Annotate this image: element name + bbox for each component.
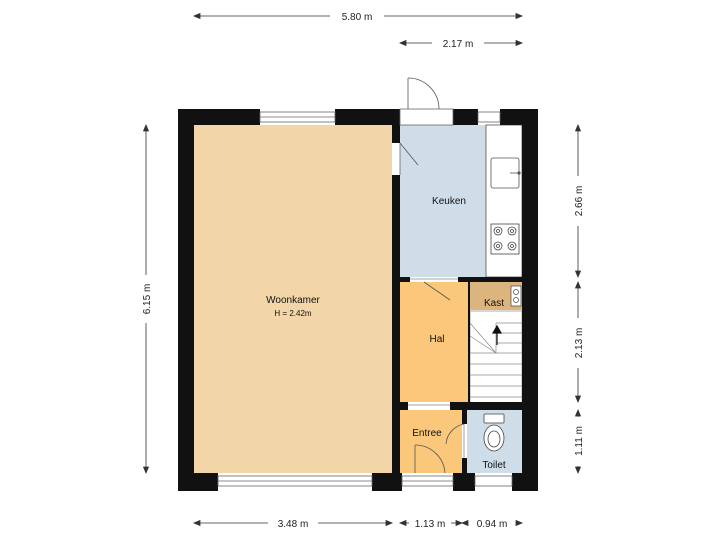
keuken-label: Keuken (432, 196, 466, 207)
walls (178, 109, 538, 491)
woonkamer-height-label: H = 2.42m (274, 309, 311, 318)
stove-icon (490, 223, 520, 255)
hal-label: Hal (429, 334, 444, 345)
hal-floor (400, 282, 468, 402)
sink-icon (490, 157, 521, 189)
dim-right-kitchen: 2.66 m (574, 186, 585, 217)
woonkamer-floor (194, 125, 392, 473)
woonkamer-label: Woonkamer (266, 295, 320, 306)
dim-bottom-toilet: 0.94 m (477, 519, 508, 530)
toilet-label: Toilet (482, 460, 506, 471)
windows (217, 111, 513, 487)
toilet-icon (483, 413, 505, 452)
dim-bottom-entree: 1.13 m (415, 519, 446, 530)
dim-left-total: 6.15 m (142, 284, 153, 315)
dim-top-kitchen: 2.17 m (443, 39, 474, 50)
entree-floor (400, 410, 462, 473)
keuken-floor (400, 125, 486, 277)
dim-bottom-living: 3.48 m (278, 519, 309, 530)
entree-label: Entree (412, 428, 442, 439)
boiler-icon (510, 285, 522, 307)
kast-label: Kast (484, 298, 504, 309)
dim-top-total: 5.80 m (342, 12, 373, 23)
dimension-lines (142, 12, 582, 527)
doors (399, 77, 465, 474)
dim-right-hall: 2.13 m (574, 328, 585, 359)
dim-right-toilet: 1.11 m (574, 426, 585, 456)
stairs-arrow-icon (491, 324, 503, 345)
